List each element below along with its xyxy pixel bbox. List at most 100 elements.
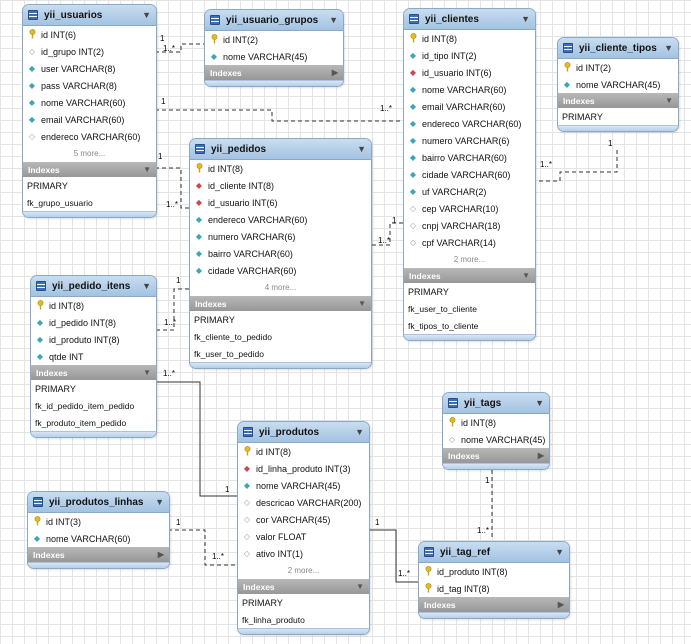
- table-header[interactable]: yii_produtos▼: [238, 422, 369, 443]
- column-row[interactable]: ◆id_produto INT(8): [31, 331, 156, 348]
- column-row[interactable]: ◆nome VARCHAR(60): [28, 530, 169, 547]
- table-header[interactable]: yii_usuario_grupos▼: [205, 10, 343, 31]
- chevron-down-icon[interactable]: ▼: [665, 96, 673, 105]
- indexes-header[interactable]: Indexes▶: [419, 597, 569, 612]
- chevron-right-icon[interactable]: ▶: [557, 600, 564, 609]
- index-row[interactable]: fk_grupo_usuario: [27, 197, 93, 208]
- chevron-down-icon[interactable]: ▼: [143, 165, 151, 174]
- table-header[interactable]: yii_pedidos▼: [190, 139, 371, 160]
- column-row[interactable]: ◆cidade VARCHAR(60): [190, 262, 371, 279]
- column-row[interactable]: ◆qtde INT: [31, 348, 156, 365]
- index-row[interactable]: fk_id_pedido_item_pedido: [35, 400, 135, 411]
- column-row[interactable]: ◆cidade VARCHAR(60): [404, 166, 535, 183]
- collapse-caret-icon[interactable]: ▼: [355, 427, 364, 437]
- collapse-caret-icon[interactable]: ▼: [521, 14, 530, 24]
- column-row[interactable]: ◇descricao VARCHAR(200): [238, 494, 369, 511]
- indexes-header[interactable]: Indexes▶: [28, 547, 169, 562]
- column-row[interactable]: ◆bairro VARCHAR(60): [404, 149, 535, 166]
- indexes-header[interactable]: Indexes▼: [31, 365, 156, 380]
- more-columns-link[interactable]: 2 more...: [453, 255, 486, 264]
- index-row[interactable]: PRIMARY: [194, 314, 235, 325]
- column-row[interactable]: ◆id_tipo INT(2): [404, 47, 535, 64]
- table-produtos[interactable]: yii_produtos▼id INT(8)◆id_linha_produto …: [237, 421, 370, 635]
- table-header[interactable]: yii_tag_ref▼: [419, 542, 569, 563]
- indexes-header[interactable]: Indexes▼: [404, 268, 535, 283]
- column-row[interactable]: ◆numero VARCHAR(6): [404, 132, 535, 149]
- table-tags[interactable]: yii_tags▼id INT(8)◇nome VARCHAR(45)Index…: [442, 392, 550, 470]
- chevron-right-icon[interactable]: ▶: [331, 68, 338, 77]
- indexes-header[interactable]: Indexes▶: [443, 448, 549, 463]
- column-row[interactable]: id INT(2): [558, 59, 678, 76]
- column-row[interactable]: ◇nome VARCHAR(45): [443, 431, 549, 448]
- column-row[interactable]: ◆endereco VARCHAR(60): [404, 115, 535, 132]
- index-row[interactable]: fk_tipos_to_cliente: [408, 320, 479, 331]
- collapse-caret-icon[interactable]: ▼: [329, 15, 338, 25]
- column-row[interactable]: ◆id_usuario INT(6): [404, 64, 535, 81]
- table-tag_ref[interactable]: yii_tag_ref▼id_produto INT(8)id_tag INT(…: [418, 541, 570, 619]
- column-row[interactable]: ◆email VARCHAR(60): [404, 98, 535, 115]
- column-row[interactable]: ◆id_pedido INT(8): [31, 314, 156, 331]
- column-row[interactable]: id_tag INT(8): [419, 580, 569, 597]
- index-row[interactable]: fk_user_to_cliente: [408, 303, 477, 314]
- index-row[interactable]: PRIMARY: [562, 111, 603, 122]
- column-row[interactable]: ◆nome VARCHAR(45): [558, 76, 678, 93]
- chevron-right-icon[interactable]: ▶: [537, 451, 544, 460]
- table-header[interactable]: yii_cliente_tipos▼: [558, 38, 678, 59]
- column-row[interactable]: ◆email VARCHAR(60): [23, 111, 156, 128]
- index-row[interactable]: fk_cliente_to_pedido: [194, 331, 272, 342]
- column-row[interactable]: id INT(8): [190, 160, 371, 177]
- index-row[interactable]: PRIMARY: [35, 383, 76, 394]
- chevron-down-icon[interactable]: ▼: [143, 368, 151, 377]
- table-usuario_grupos[interactable]: yii_usuario_grupos▼id INT(2)◆nome VARCHA…: [204, 9, 344, 87]
- table-header[interactable]: yii_produtos_linhas▼: [28, 492, 169, 513]
- index-row[interactable]: PRIMARY: [408, 286, 449, 297]
- table-pedidos[interactable]: yii_pedidos▼id INT(8)◆id_cliente INT(8)◆…: [189, 138, 372, 369]
- table-pedido_itens[interactable]: yii_pedido_itens▼id INT(8)◆id_pedido INT…: [30, 275, 157, 438]
- index-row[interactable]: fk_linha_produto: [242, 614, 305, 625]
- column-row[interactable]: ◆user VARCHAR(8): [23, 60, 156, 77]
- column-row[interactable]: ◆uf VARCHAR(2): [404, 183, 535, 200]
- column-row[interactable]: id INT(3): [28, 513, 169, 530]
- indexes-header[interactable]: Indexes▶: [205, 65, 343, 80]
- chevron-down-icon[interactable]: ▼: [356, 582, 364, 591]
- column-row[interactable]: ◇endereco VARCHAR(60): [23, 128, 156, 145]
- collapse-caret-icon[interactable]: ▼: [535, 398, 544, 408]
- column-row[interactable]: ◇cnpj VARCHAR(18): [404, 217, 535, 234]
- collapse-caret-icon[interactable]: ▼: [555, 547, 564, 557]
- column-row[interactable]: ◇cep VARCHAR(10): [404, 200, 535, 217]
- column-row[interactable]: ◆nome VARCHAR(45): [238, 477, 369, 494]
- column-row[interactable]: ◆nome VARCHAR(60): [404, 81, 535, 98]
- collapse-caret-icon[interactable]: ▼: [664, 43, 673, 53]
- index-row[interactable]: fk_produto_item_pedido: [35, 417, 127, 428]
- index-row[interactable]: fk_user_to_pedido: [194, 348, 264, 359]
- column-row[interactable]: id_produto INT(8): [419, 563, 569, 580]
- column-row[interactable]: id INT(8): [443, 414, 549, 431]
- index-row[interactable]: PRIMARY: [242, 597, 283, 608]
- table-header[interactable]: yii_pedido_itens▼: [31, 276, 156, 297]
- indexes-header[interactable]: Indexes▼: [558, 93, 678, 108]
- table-usuarios[interactable]: yii_usuarios▼id INT(6)◇id_grupo INT(2)◆u…: [22, 4, 157, 218]
- column-row[interactable]: ◆bairro VARCHAR(60): [190, 245, 371, 262]
- column-row[interactable]: ◇cpf VARCHAR(14): [404, 234, 535, 251]
- collapse-caret-icon[interactable]: ▼: [155, 497, 164, 507]
- collapse-caret-icon[interactable]: ▼: [357, 144, 366, 154]
- chevron-right-icon[interactable]: ▶: [157, 550, 164, 559]
- column-row[interactable]: ◆id_linha_produto INT(3): [238, 460, 369, 477]
- column-row[interactable]: ◆pass VARCHAR(8): [23, 77, 156, 94]
- table-header[interactable]: yii_usuarios▼: [23, 5, 156, 26]
- column-row[interactable]: ◇ativo INT(1): [238, 545, 369, 562]
- collapse-caret-icon[interactable]: ▼: [142, 10, 151, 20]
- column-row[interactable]: ◇valor FLOAT: [238, 528, 369, 545]
- column-row[interactable]: id INT(8): [31, 297, 156, 314]
- column-row[interactable]: ◇cor VARCHAR(45): [238, 511, 369, 528]
- column-row[interactable]: ◆numero VARCHAR(6): [190, 228, 371, 245]
- index-row[interactable]: PRIMARY: [27, 180, 68, 191]
- more-columns-link[interactable]: 5 more...: [73, 149, 106, 158]
- column-row[interactable]: ◆nome VARCHAR(45): [205, 48, 343, 65]
- column-row[interactable]: ◆id_usuario INT(6): [190, 194, 371, 211]
- column-row[interactable]: id INT(8): [404, 30, 535, 47]
- table-produtos_linhas[interactable]: yii_produtos_linhas▼id INT(3)◆nome VARCH…: [27, 491, 170, 569]
- table-header[interactable]: yii_clientes▼: [404, 9, 535, 30]
- indexes-header[interactable]: Indexes▼: [238, 579, 369, 594]
- column-row[interactable]: id INT(2): [205, 31, 343, 48]
